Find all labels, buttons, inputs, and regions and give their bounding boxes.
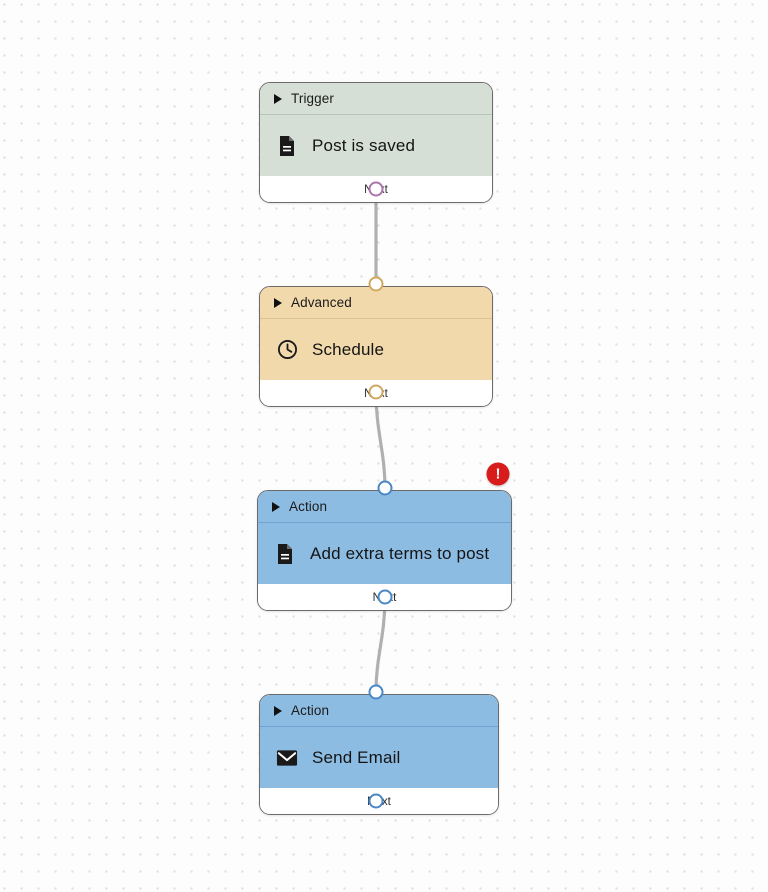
connector-port-advanced-input[interactable] xyxy=(368,276,384,292)
workflow-node-action-add-terms[interactable]: Action Add extra terms to post Next xyxy=(257,490,512,611)
error-badge[interactable]: ! xyxy=(486,462,510,486)
node-body-action[interactable]: Send Email xyxy=(260,727,498,788)
node-title-label: Send Email xyxy=(312,747,401,767)
edge-action-to-send-email xyxy=(374,595,387,694)
connector-port-trigger-output[interactable] xyxy=(368,181,384,197)
error-badge-symbol: ! xyxy=(495,465,501,482)
connector-port-action-input[interactable] xyxy=(377,480,393,496)
envelope-icon xyxy=(276,747,298,769)
node-body-trigger[interactable]: Post is saved xyxy=(260,115,492,176)
workflow-node-trigger[interactable]: Trigger Post is saved Next xyxy=(259,82,493,203)
node-title-label: Add extra terms to post xyxy=(310,543,490,563)
document-icon xyxy=(276,135,298,157)
node-category-label: Advanced xyxy=(291,295,352,310)
node-header-action[interactable]: Action xyxy=(260,695,498,727)
clock-icon xyxy=(276,339,298,361)
node-body-action[interactable]: Add extra terms to post xyxy=(258,523,511,584)
node-title-label: Schedule xyxy=(312,339,385,359)
node-header-action[interactable]: Action xyxy=(258,491,511,523)
node-header-trigger[interactable]: Trigger xyxy=(260,83,492,115)
node-body-advanced[interactable]: Schedule xyxy=(260,319,492,380)
node-header-advanced[interactable]: Advanced xyxy=(260,287,492,319)
node-category-label: Action xyxy=(289,499,328,514)
expand-caret-icon[interactable] xyxy=(274,297,282,308)
expand-caret-icon[interactable] xyxy=(274,93,282,104)
connector-port-advanced-output[interactable] xyxy=(368,384,384,400)
connector-port-send-email-input[interactable] xyxy=(368,684,384,700)
connector-port-send-email-output[interactable] xyxy=(368,793,384,809)
expand-caret-icon[interactable] xyxy=(272,501,280,512)
workflow-node-action-send-email[interactable]: Action Send Email Next xyxy=(259,694,499,815)
node-category-label: Action xyxy=(291,703,330,718)
document-icon xyxy=(274,543,296,565)
expand-caret-icon[interactable] xyxy=(274,705,282,716)
connector-port-action-output[interactable] xyxy=(377,589,393,605)
node-title-label: Post is saved xyxy=(312,135,416,155)
workflow-node-advanced[interactable]: Advanced Schedule Next xyxy=(259,286,493,407)
node-category-label: Trigger xyxy=(291,91,334,106)
